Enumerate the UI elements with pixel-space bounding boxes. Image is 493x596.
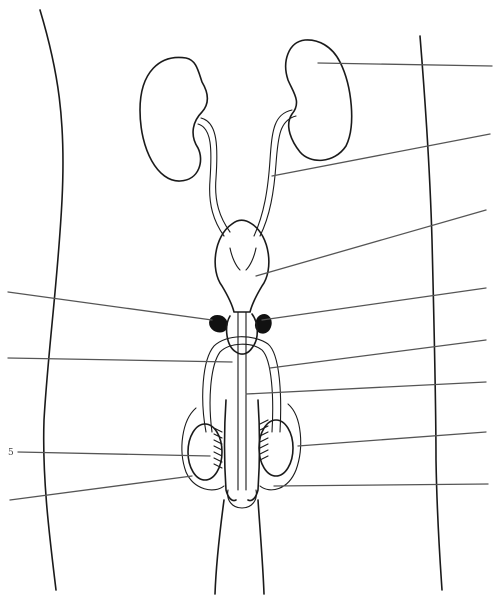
kidneys bbox=[140, 40, 352, 181]
testis-left bbox=[188, 424, 222, 480]
prostate bbox=[227, 314, 258, 354]
seminal-vesicles bbox=[210, 315, 272, 334]
body-outline-right bbox=[420, 36, 442, 590]
leg-outline-left bbox=[215, 500, 224, 594]
body-outline-left bbox=[40, 10, 63, 590]
body-outline bbox=[40, 10, 442, 594]
leader-line-epididymis-right bbox=[298, 432, 486, 446]
leader-line-prostate-left bbox=[8, 358, 232, 362]
glans bbox=[228, 490, 257, 508]
leader-line-seminal-vesicle-left bbox=[8, 292, 212, 320]
penis-right-side bbox=[248, 400, 260, 501]
leader-lines bbox=[8, 63, 492, 500]
scrotum-and-testes bbox=[182, 404, 301, 490]
bladder-opening-left bbox=[230, 248, 240, 270]
prostate-and-urethra bbox=[227, 312, 258, 490]
leader-line-kidney bbox=[318, 63, 492, 66]
bladder-wall bbox=[215, 220, 269, 312]
seminal-vesicle-left bbox=[210, 316, 228, 333]
kidney-left bbox=[140, 57, 207, 181]
leader-line-bladder bbox=[256, 210, 486, 276]
ureters bbox=[198, 110, 296, 236]
leader-line-ureter bbox=[272, 134, 490, 176]
vas-deferens bbox=[203, 337, 281, 432]
vas-deferens-loop-outer bbox=[203, 337, 281, 432]
ureter-left-inner bbox=[201, 118, 230, 232]
leader-line-urethra bbox=[246, 382, 486, 394]
vas-deferens-loop-inner bbox=[210, 344, 273, 432]
bladder-opening-right bbox=[246, 248, 256, 270]
marker-label: 5 bbox=[8, 448, 14, 458]
leader-line-scrotum-right bbox=[274, 484, 488, 486]
penis-left-side bbox=[225, 400, 237, 501]
leader-line-seminal-vesicle-right bbox=[262, 288, 486, 320]
ureter-left bbox=[198, 124, 224, 236]
bladder bbox=[215, 220, 269, 312]
epididymis-right bbox=[260, 420, 268, 460]
leader-line-testis-left bbox=[18, 452, 210, 456]
leader-line-vas-deferens bbox=[270, 340, 486, 368]
kidney-right bbox=[286, 40, 352, 160]
leader-line-scrotum-left bbox=[10, 476, 192, 500]
leg-outline-right bbox=[258, 500, 264, 594]
penis bbox=[225, 400, 260, 508]
